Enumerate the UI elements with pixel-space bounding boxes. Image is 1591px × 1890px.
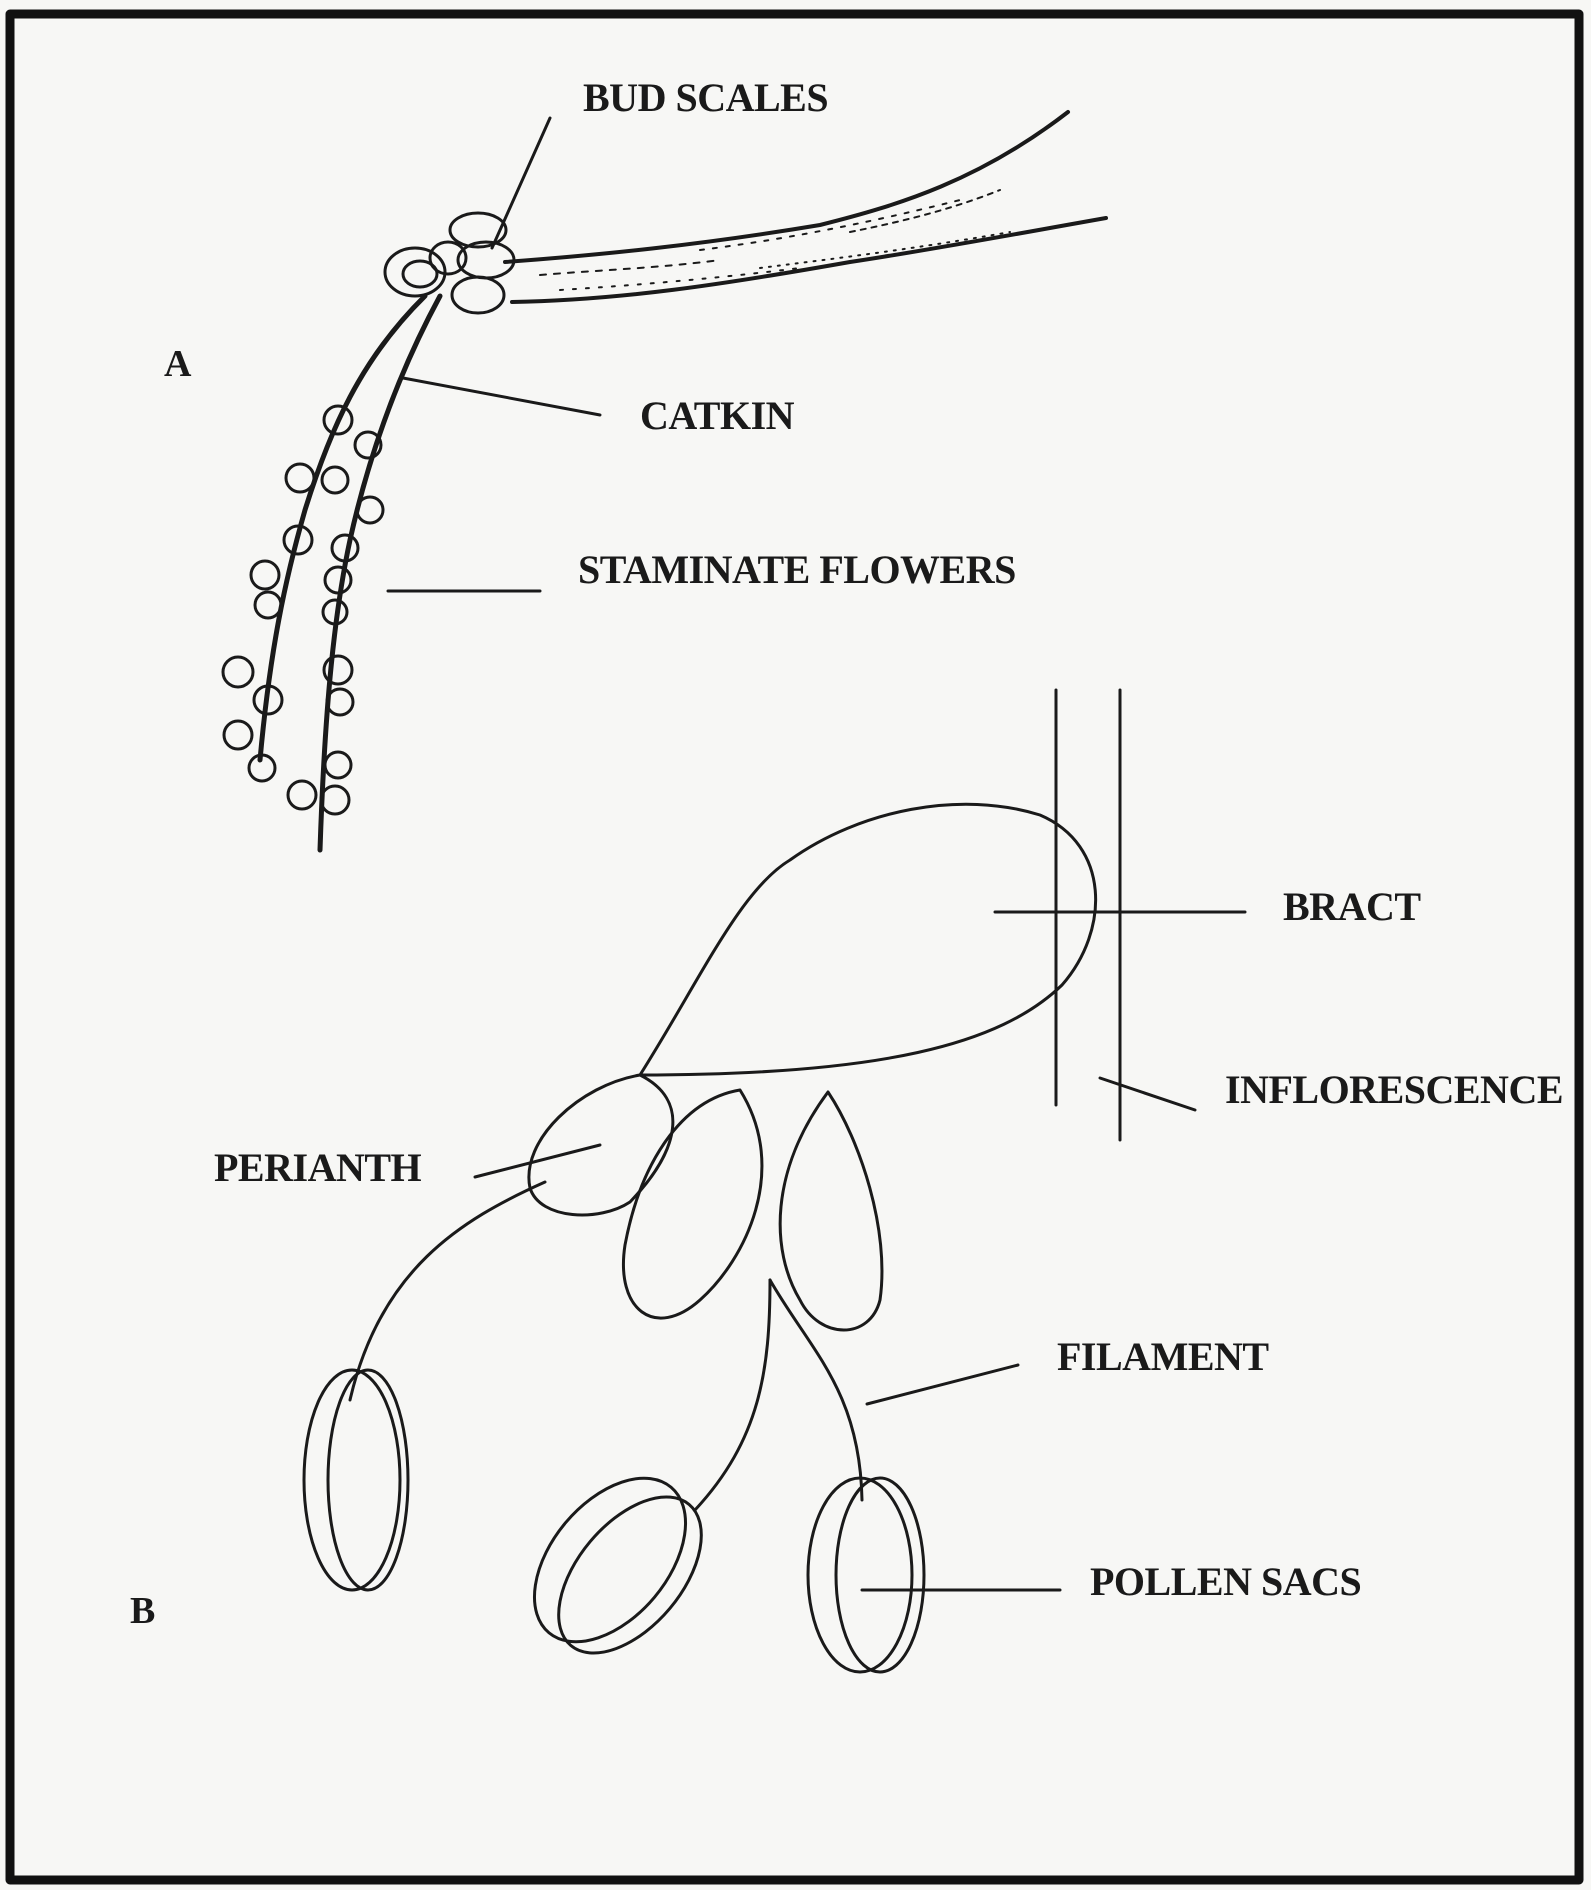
bud-scales-shapes [385,213,514,313]
filament-label: FILAMENT [1057,1337,1269,1377]
inflorescence-label: INFLORESCENCE [1225,1070,1563,1110]
perianth-label: PERIANTH [214,1148,421,1188]
perianth-leader [475,1145,600,1177]
panel-a-letter: A [164,345,191,383]
perianth-shapes [529,1075,882,1330]
catkin-label: CATKIN [640,396,794,436]
inflorescence-leader [1100,1078,1195,1110]
pollen-sacs-shapes [304,1370,924,1679]
inflorescence-axis [1056,690,1120,1140]
filament-shapes [350,1182,862,1510]
panel-b-letter: B [130,1592,155,1630]
staminate-flowers-label: STAMINATE FLOWERS [578,550,1016,590]
bud-scales-label: BUD SCALES [583,78,828,118]
catkin-leader [403,378,600,415]
filament-leader [867,1365,1018,1404]
bract-label: BRACT [1283,887,1421,927]
panel-a-leader-lines [388,118,600,591]
bract-shape [640,804,1096,1075]
twig-branch [505,112,1106,302]
pollen-sacs-label: POLLEN SACS [1090,1562,1361,1602]
bud-scales-leader [492,118,550,248]
